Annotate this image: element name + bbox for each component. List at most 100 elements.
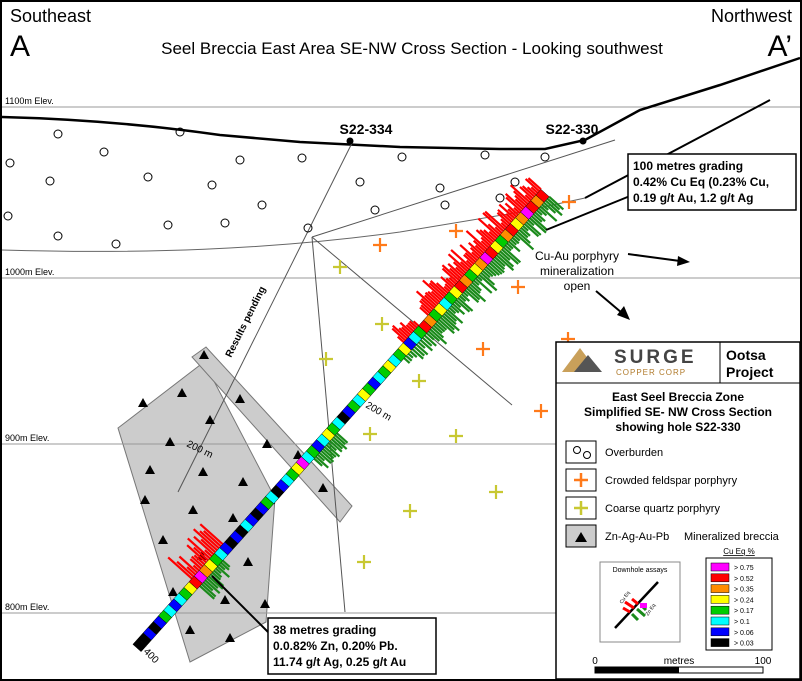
downhole-assay-histograms bbox=[167, 177, 565, 600]
grade-label: > 0.52 bbox=[734, 576, 754, 583]
assay-bar bbox=[483, 268, 494, 278]
breccia-triangle bbox=[165, 437, 175, 446]
breccia-triangle bbox=[243, 557, 253, 566]
lower-assay-callout-box bbox=[267, 617, 437, 675]
overburden-circle bbox=[370, 205, 380, 215]
assay-bar bbox=[530, 186, 539, 194]
assay-bar bbox=[443, 312, 457, 326]
assay-bar bbox=[407, 322, 416, 331]
assay-bar bbox=[452, 303, 466, 316]
assay-bar bbox=[434, 322, 446, 333]
overburden-circle bbox=[510, 177, 520, 187]
assay-bar bbox=[427, 290, 441, 303]
assay-bar bbox=[465, 230, 488, 251]
assay-bar bbox=[403, 357, 411, 364]
assay-bar bbox=[405, 324, 415, 333]
company-name: SURGE bbox=[614, 347, 697, 368]
assay-bar bbox=[497, 252, 515, 268]
assay-bar bbox=[494, 226, 503, 234]
grade-label: > 0.1 bbox=[734, 619, 750, 626]
breccia-triangle bbox=[158, 535, 168, 544]
assay-bar bbox=[453, 301, 462, 309]
breccia-triangle bbox=[177, 388, 187, 397]
assay-bar bbox=[329, 440, 343, 453]
assay-bar bbox=[481, 269, 491, 279]
assay-bar bbox=[459, 295, 467, 303]
assay-bar bbox=[526, 186, 537, 196]
porphyry-plus-symbol bbox=[449, 429, 463, 443]
assay-bar bbox=[479, 229, 495, 243]
assay-bar bbox=[411, 348, 424, 360]
overburden-circle bbox=[435, 183, 445, 193]
assay-bar bbox=[498, 203, 516, 220]
assay-bar bbox=[176, 560, 195, 578]
grade-scale-title: Cu Eq % bbox=[723, 547, 755, 556]
assay-bar bbox=[417, 341, 426, 349]
assay-bar bbox=[506, 242, 514, 250]
breccia-triangle bbox=[260, 599, 270, 608]
assay-bar bbox=[457, 297, 474, 312]
porphyry-symbols bbox=[319, 195, 576, 569]
assay-bar bbox=[464, 289, 480, 303]
assay-bar bbox=[431, 326, 445, 339]
assay-bar bbox=[525, 221, 542, 236]
assay-bar bbox=[429, 280, 447, 296]
porphyry-plus-symbol bbox=[319, 352, 333, 366]
legend-breccia-extra: Mineralized breccia bbox=[684, 531, 780, 543]
assay-bar bbox=[391, 327, 407, 342]
grade-label: > 0.75 bbox=[734, 565, 754, 572]
overburden-circle bbox=[297, 153, 307, 163]
assay-bar bbox=[499, 250, 511, 261]
breccia-triangle bbox=[228, 513, 238, 522]
grade-swatch bbox=[710, 638, 730, 647]
assay-bar bbox=[193, 546, 209, 562]
assay-bar bbox=[478, 273, 498, 292]
assay-bar bbox=[186, 544, 208, 564]
grade-label: > 0.03 bbox=[734, 641, 754, 648]
assay-bar bbox=[527, 177, 542, 191]
assay-bar bbox=[490, 260, 505, 274]
assay-bar bbox=[332, 436, 348, 450]
assay-bar bbox=[471, 281, 482, 292]
assay-bar bbox=[516, 230, 531, 244]
overburden-circle bbox=[207, 180, 217, 190]
assay-bar bbox=[448, 307, 457, 315]
lower-callout-line-2: 0.0.82% Zn, 0.20% Pb. bbox=[273, 639, 398, 653]
breccia-triangle bbox=[220, 595, 230, 604]
assay-bar bbox=[199, 585, 215, 600]
open-note-line-2: mineralization bbox=[540, 264, 614, 278]
assay-bar bbox=[447, 253, 469, 273]
assay-bar bbox=[463, 253, 475, 265]
grade-swatch bbox=[710, 627, 730, 637]
assay-bar bbox=[518, 229, 529, 239]
project-name-line-1: Ootsa bbox=[726, 347, 766, 363]
legend-subtitle-line-1: East Seel Breccia Zone bbox=[612, 390, 744, 404]
grade-scale: > 0.75> 0.52> 0.35> 0.24> 0.17> 0.1> 0.0… bbox=[710, 562, 754, 648]
porphyry-plus-symbol bbox=[375, 317, 389, 331]
breccia-triangle bbox=[293, 450, 303, 459]
assay-bar bbox=[443, 285, 451, 293]
assay-bar bbox=[189, 558, 202, 570]
assay-bar bbox=[488, 262, 503, 275]
assay-bar bbox=[186, 566, 197, 576]
assay-bar bbox=[455, 299, 471, 313]
porphyry-plus-symbol bbox=[412, 374, 426, 388]
grade-label: > 0.35 bbox=[734, 587, 754, 594]
assay-bar bbox=[444, 283, 452, 291]
assay-bar bbox=[199, 530, 220, 550]
assay-bar bbox=[504, 193, 524, 211]
assay-bar bbox=[497, 209, 513, 223]
elevation-label-1100: 1100m Elev. bbox=[5, 96, 54, 106]
breccia-triangle bbox=[140, 495, 150, 504]
porphyry-plus-symbol bbox=[363, 427, 377, 441]
assay-bar bbox=[449, 267, 462, 280]
assay-bar bbox=[474, 244, 485, 254]
assay-bar bbox=[204, 549, 213, 558]
depth-label-400: 400 bbox=[141, 646, 161, 666]
hole-interval bbox=[132, 638, 147, 653]
breccia-symbols bbox=[138, 350, 328, 642]
assay-bar bbox=[192, 528, 218, 552]
downhole-assays-title: Downhole assays bbox=[613, 567, 668, 574]
assay-bar bbox=[527, 219, 535, 227]
overburden-circle bbox=[397, 152, 407, 162]
